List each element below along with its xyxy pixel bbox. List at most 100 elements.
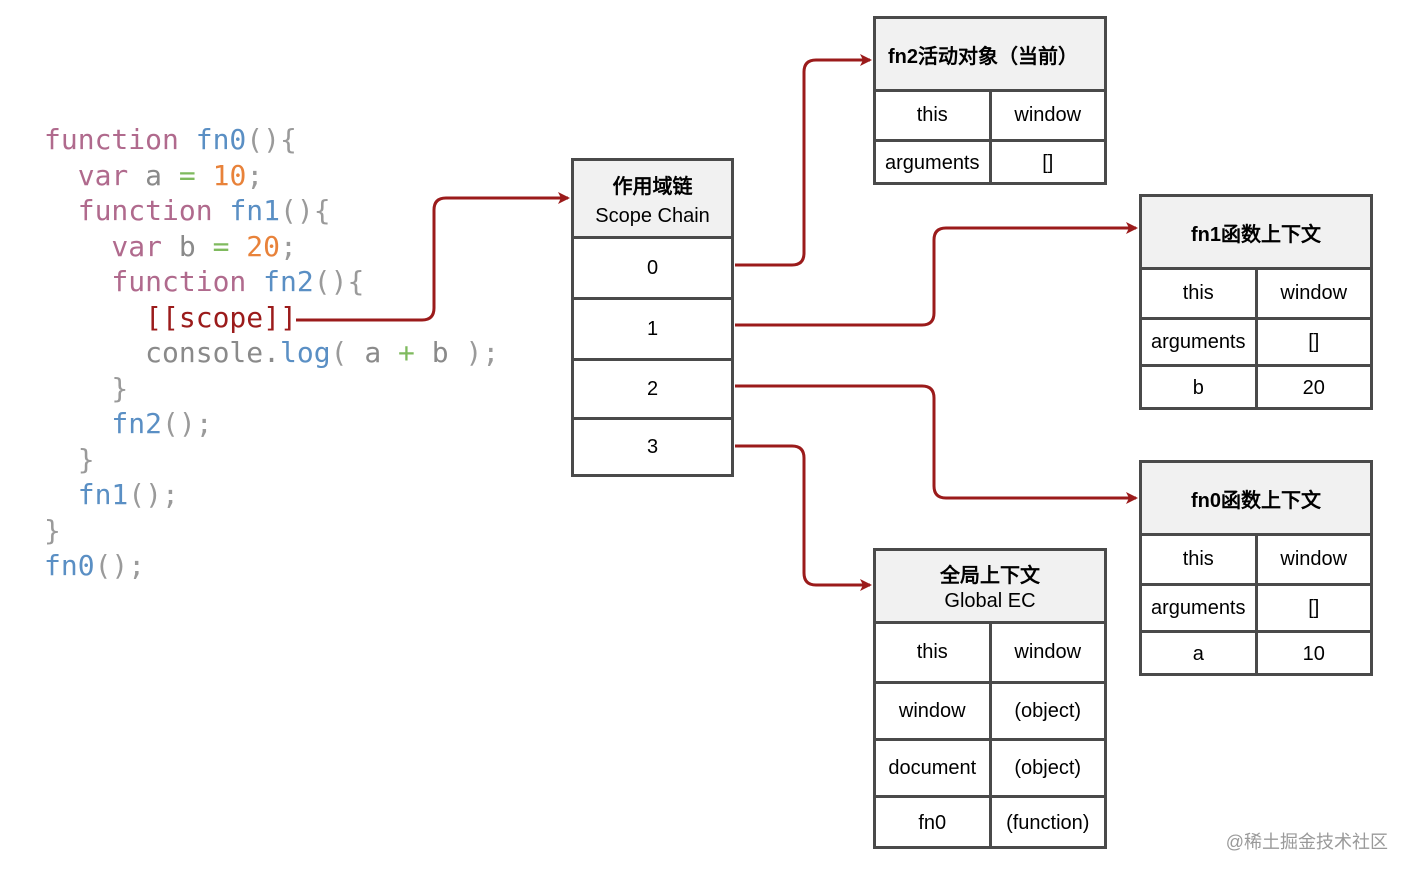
property-name: window bbox=[898, 699, 966, 722]
code-line: fn1(); bbox=[44, 477, 499, 513]
scope-chain-title-cn: 作用域链 bbox=[612, 175, 693, 198]
code-token: function bbox=[44, 194, 230, 227]
code-token: fn1 bbox=[44, 478, 129, 511]
code-line: var a = 10; bbox=[44, 158, 499, 194]
code-token: fn0 bbox=[44, 549, 95, 582]
code-token: (){ bbox=[280, 194, 331, 227]
scope-chain-index: 1 bbox=[646, 317, 659, 340]
fn1-ctx-title: fn1函数上下文 bbox=[1191, 223, 1321, 246]
code-token: (); bbox=[128, 478, 179, 511]
scope-chain-box: 作用域链 Scope Chain 0 1 2 3 bbox=[571, 158, 734, 477]
code-token: function bbox=[44, 265, 264, 298]
fn0-ctx-title: fn0函数上下文 bbox=[1191, 489, 1321, 512]
table-row: this window bbox=[876, 92, 1104, 139]
property-value: (function) bbox=[988, 798, 1105, 849]
code-token: ; bbox=[280, 229, 297, 263]
code-token: ; bbox=[246, 158, 264, 192]
code-token: fn0 bbox=[195, 123, 247, 156]
scope-chain-index: 3 bbox=[646, 435, 659, 458]
table-row: this window bbox=[1142, 270, 1370, 317]
property-value: (object) bbox=[988, 741, 1105, 795]
arrow-chain0-to-fn2 bbox=[735, 54, 872, 267]
code-line: console.log( a + b ); bbox=[44, 335, 499, 371]
table-row: this window bbox=[1142, 536, 1370, 583]
table-row: fn0 (function) bbox=[876, 795, 1104, 849]
code-token: 20 bbox=[246, 229, 281, 263]
code-line: function fn0(){ bbox=[44, 122, 499, 158]
code-line: } bbox=[44, 442, 499, 478]
property-value: [] bbox=[1254, 586, 1371, 630]
arrow-scope-to-chain bbox=[296, 192, 570, 322]
table-row: window (object) bbox=[876, 681, 1104, 738]
fn2-ao-header: fn2活动对象（当前） bbox=[876, 19, 1104, 92]
arrow-chain3-to-global bbox=[735, 444, 872, 591]
property-value: 20 bbox=[1254, 367, 1371, 410]
code-line: function fn2(){ bbox=[44, 264, 499, 300]
code-token: } bbox=[44, 513, 61, 547]
code-token: + bbox=[398, 336, 432, 369]
property-name: a bbox=[1192, 643, 1204, 665]
property-name: fn0 bbox=[918, 812, 947, 834]
code-line: [[scope]] bbox=[44, 300, 499, 336]
code-line: fn0(); bbox=[44, 548, 499, 584]
code-token: ); bbox=[465, 336, 500, 369]
code-token: var bbox=[44, 229, 179, 263]
code-token: ( bbox=[330, 336, 365, 369]
property-name: document bbox=[888, 756, 977, 779]
scope-chain-item: 0 bbox=[574, 239, 731, 297]
table-row: this window bbox=[876, 624, 1104, 681]
code-token: 10 bbox=[212, 158, 247, 192]
table-row: a 10 bbox=[1142, 630, 1370, 676]
code-token: var bbox=[44, 158, 146, 192]
code-token: = bbox=[178, 158, 213, 192]
code-line: var b = 20; bbox=[44, 229, 499, 265]
property-value: [] bbox=[1254, 320, 1371, 364]
property-value: window bbox=[1254, 270, 1371, 317]
code-token: (){ bbox=[246, 123, 297, 156]
property-value: window bbox=[988, 92, 1105, 139]
property-value: window bbox=[1254, 536, 1371, 583]
property-value: window bbox=[988, 624, 1105, 681]
scope-chain-index: 2 bbox=[646, 377, 659, 400]
code-token: fn1 bbox=[229, 194, 281, 227]
fn2-ao-title: fn2活动对象（当前） bbox=[888, 45, 1078, 68]
property-value: (object) bbox=[988, 684, 1105, 738]
property-name: this bbox=[1182, 548, 1214, 570]
global-ec-box: 全局上下文 Global EC this window window (obje… bbox=[873, 548, 1107, 849]
code-token: a bbox=[145, 158, 179, 192]
fn0-ctx-header: fn0函数上下文 bbox=[1142, 463, 1370, 536]
table-row: arguments [] bbox=[1142, 317, 1370, 364]
scope-chain-item: 1 bbox=[574, 297, 731, 358]
code-token: a bbox=[364, 336, 399, 369]
code-token: console. bbox=[44, 336, 281, 369]
scope-chain-title-en: Scope Chain bbox=[595, 204, 710, 227]
fn2-activation-object-box: fn2活动对象（当前） this window arguments [] bbox=[873, 16, 1107, 185]
property-name: this bbox=[916, 104, 948, 126]
fn0-context-box: fn0函数上下文 this window arguments [] a 10 bbox=[1139, 460, 1373, 676]
code-token: (); bbox=[162, 407, 213, 440]
code-line: function fn1(){ bbox=[44, 193, 499, 229]
code-token: fn2 bbox=[263, 265, 314, 298]
property-name: arguments bbox=[1151, 330, 1246, 353]
code-token: log bbox=[280, 336, 331, 369]
table-row: arguments [] bbox=[876, 139, 1104, 185]
code-line: fn2(); bbox=[44, 406, 499, 442]
property-name: this bbox=[916, 641, 948, 663]
code-token: } bbox=[44, 442, 95, 476]
scope-chain-index: 0 bbox=[646, 256, 659, 279]
code-token: (); bbox=[94, 549, 146, 582]
arrow-chain1-to-fn1 bbox=[735, 222, 1138, 327]
watermark: @稀土掘金技术社区 bbox=[1225, 832, 1388, 852]
scope-chain-item: 2 bbox=[574, 358, 731, 417]
code-token: fn2 bbox=[44, 407, 163, 440]
table-row: document (object) bbox=[876, 738, 1104, 795]
code-token: } bbox=[44, 371, 129, 405]
fn1-context-box: fn1函数上下文 this window arguments [] b 20 bbox=[1139, 194, 1373, 410]
global-ec-title-cn: 全局上下文 bbox=[940, 565, 1040, 587]
property-name: arguments bbox=[1151, 596, 1246, 619]
code-token: = bbox=[212, 229, 247, 263]
property-name: this bbox=[1182, 282, 1214, 304]
code-line: } bbox=[44, 513, 499, 549]
property-value: [] bbox=[988, 142, 1105, 185]
